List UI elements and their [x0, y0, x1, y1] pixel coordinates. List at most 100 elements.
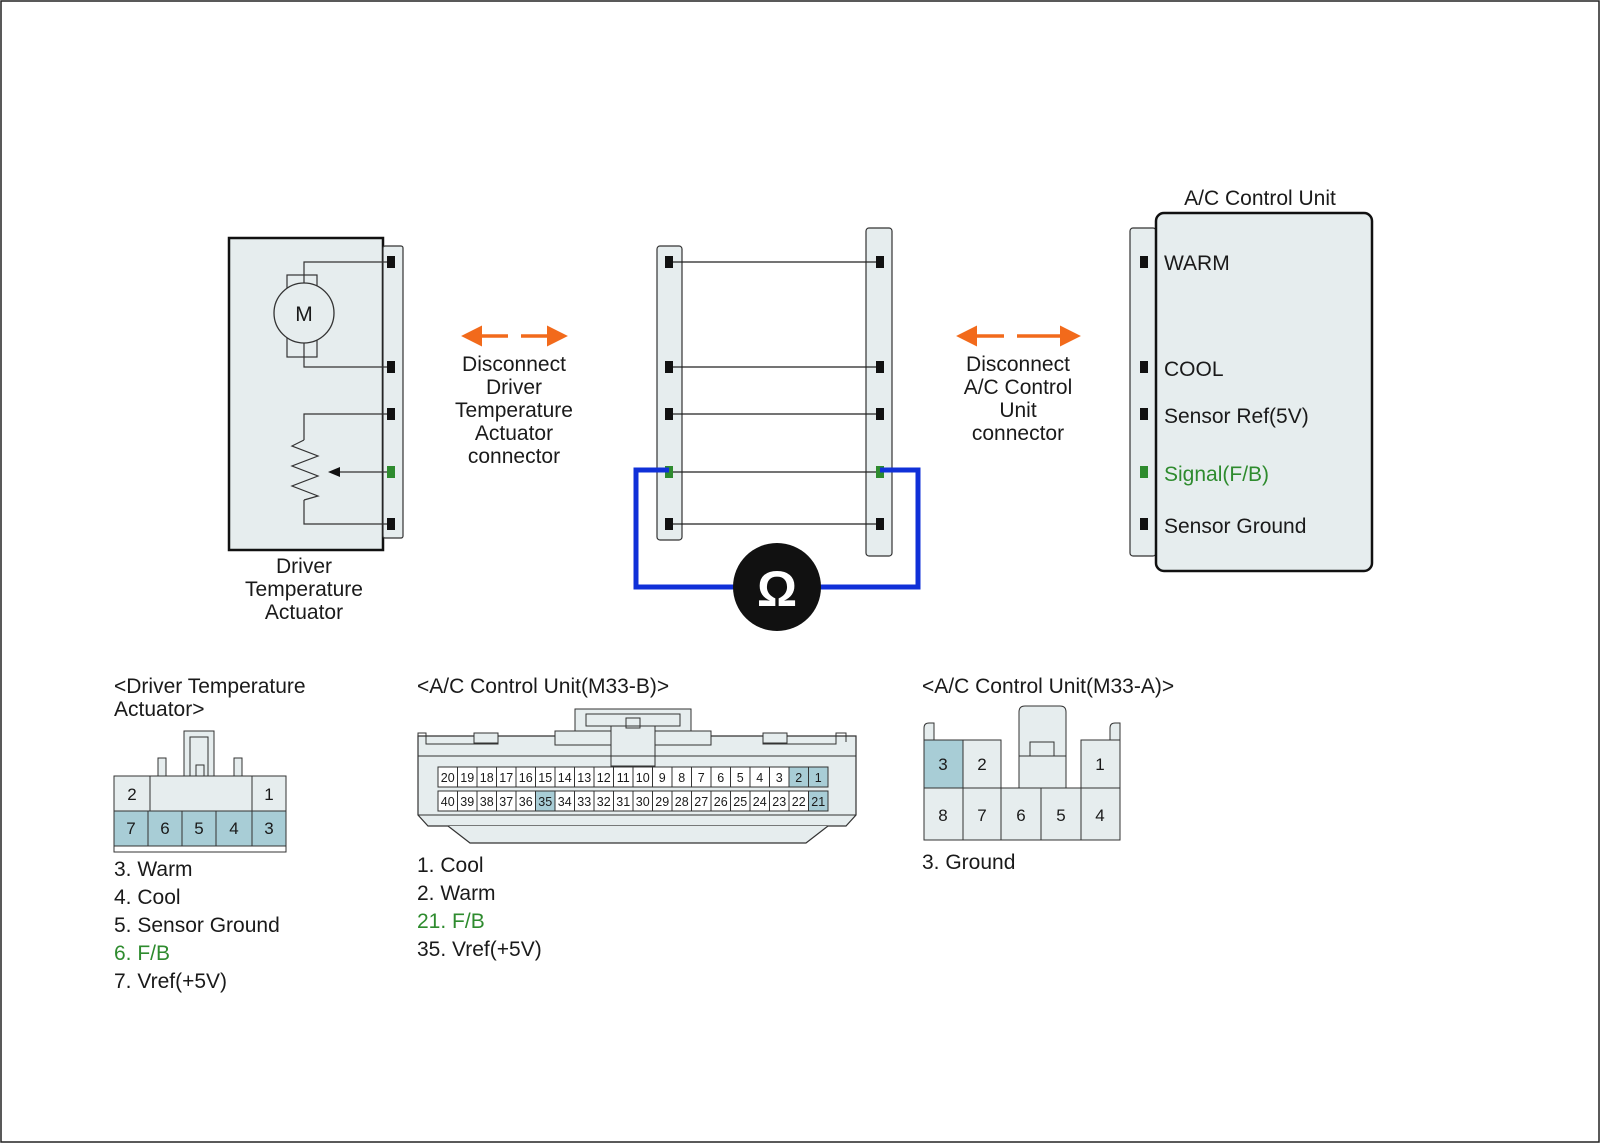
ohmmeter-icon — [733, 543, 821, 631]
ecu-title: A/C Control Unit — [1184, 187, 1336, 210]
connector-m33b-pin: 24 — [753, 795, 767, 809]
connector-actuator-pin: 4 — [229, 819, 238, 838]
connector-m33b-pin: 38 — [480, 795, 494, 809]
connector-m33b-pin: 23 — [772, 795, 786, 809]
actuator-pin — [387, 408, 395, 420]
ecu-block: A/C Control Unit WARM COOL Sensor Ref(5V… — [1129, 187, 1374, 573]
connector-m33b-pin: 26 — [714, 795, 728, 809]
connector-m33b-pin: 29 — [655, 795, 669, 809]
connector-m33b-pin: 30 — [636, 795, 650, 809]
disconnect-right-line: Unit — [999, 399, 1037, 422]
actuator-connector — [382, 245, 404, 539]
connector-m33b-title: <A/C Control Unit(M33-B)> — [417, 675, 669, 698]
connector-actuator-title: <Driver Temperature — [114, 675, 306, 698]
disconnect-right-line: Disconnect — [966, 353, 1070, 376]
connector-actuator: <Driver Temperature Actuator> 2 1 7 6 5 … — [113, 675, 306, 993]
disconnect-left-line: connector — [468, 445, 560, 468]
connector-actuator-legend: 4. Cool — [114, 886, 181, 909]
connector-m33a-pin: 6 — [1016, 806, 1025, 825]
connector-m33b-pin: 19 — [460, 771, 474, 785]
connector-m33b-pin: 32 — [597, 795, 611, 809]
connector-m33b-pin: 3 — [776, 771, 783, 785]
connector-actuator-pin: 5 — [194, 819, 203, 838]
connector-m33a-pin: 5 — [1056, 806, 1065, 825]
connector-actuator-pin: 3 — [264, 819, 273, 838]
disconnect-left-line: Actuator — [475, 422, 553, 445]
connector-m33a-pin: 7 — [977, 806, 986, 825]
connector-actuator-legend: 7. Vref(+5V) — [114, 970, 227, 993]
connector-m33b-pin: 1 — [815, 771, 822, 785]
actuator-pin — [387, 361, 395, 373]
ecu-body — [1154, 211, 1374, 573]
connector-m33b-cell — [808, 790, 829, 812]
actuator-pin — [387, 256, 395, 268]
connector-m33b-pin: 2 — [795, 771, 802, 785]
actuator-label-line: Driver — [276, 555, 332, 578]
ecu-pin-label-fb: Signal(F/B) — [1164, 463, 1269, 486]
connector-actuator-legend-fb: 6. F/B — [114, 942, 170, 965]
probe-lead-left — [633, 467, 740, 590]
connector-m33a-pin: 2 — [977, 755, 986, 774]
connector-m33a-pin: 8 — [938, 806, 947, 825]
connector-m33b-pin: 18 — [480, 771, 494, 785]
connector-m33b-pin: 12 — [597, 771, 611, 785]
connector-m33b-pin: 14 — [558, 771, 572, 785]
connector-m33b-pin: 27 — [694, 795, 708, 809]
ecu-pin-label: COOL — [1164, 358, 1224, 381]
connector-m33b-pin: 34 — [558, 795, 572, 809]
connector-m33b-pin: 9 — [659, 771, 666, 785]
connector-m33a-pin: 1 — [1095, 755, 1104, 774]
motor-icon: M — [273, 261, 387, 368]
connector-m33b-pin: 36 — [519, 795, 533, 809]
potentiometer-icon — [290, 413, 387, 525]
actuator-label-line: Actuator — [265, 601, 343, 624]
connector-m33a-title: <A/C Control Unit(M33-A)> — [922, 675, 1174, 698]
actuator-block: M Driver Temperature Actuator — [227, 236, 404, 624]
connector-m33b-pin: 35 — [538, 795, 552, 809]
connector-actuator-legend: 3. Warm — [114, 858, 193, 881]
ecu-pin-label: WARM — [1164, 252, 1230, 275]
connector-m33b-pin: 13 — [577, 771, 591, 785]
connector-m33b-pin: 5 — [737, 771, 744, 785]
disconnect-left-line: Driver — [486, 376, 542, 399]
connector-m33b-pin: 6 — [717, 771, 724, 785]
harness-connector-right — [865, 227, 893, 557]
connector-m33b-pin: 21 — [811, 795, 825, 809]
wiring-harness: Ω — [633, 227, 921, 631]
connector-m33b-pin: 33 — [577, 795, 591, 809]
actuator-pin — [387, 518, 395, 530]
connector-m33a-pin: 3 — [938, 755, 947, 774]
connector-m33b-legend-fb: 21. F/B — [417, 910, 485, 933]
connector-m33b-pin: 22 — [792, 795, 806, 809]
connector-actuator-pin: 7 — [126, 819, 135, 838]
connector-m33b-pin: 31 — [616, 795, 630, 809]
ohmmeter-symbol: Ω — [757, 561, 797, 617]
ecu-connector — [1129, 227, 1157, 557]
connector-actuator-pin: 2 — [127, 785, 136, 804]
disconnect-left-line: Temperature — [455, 399, 573, 422]
connector-m33b-pin: 20 — [441, 771, 455, 785]
motor-symbol: M — [295, 303, 313, 326]
connector-m33b-pin: 15 — [538, 771, 552, 785]
connector-actuator-pin: 6 — [160, 819, 169, 838]
connector-m33b-pin: 39 — [460, 795, 474, 809]
ecu-pin-label: Sensor Ground — [1164, 515, 1306, 538]
connector-m33b-pin: 4 — [756, 771, 763, 785]
disconnect-right-line: connector — [972, 422, 1064, 445]
connector-m33b-legend: 2. Warm — [417, 882, 496, 905]
connector-m33b-pin: 11 — [617, 771, 630, 785]
connector-m33b-pin: 17 — [499, 771, 513, 785]
disconnect-left: Disconnect Driver Temperature Actuator c… — [455, 325, 573, 468]
connector-m33b-pin: 16 — [519, 771, 533, 785]
connector-m33b-pin: 37 — [499, 795, 513, 809]
connector-m33a: <A/C Control Unit(M33-A)> 3 2 1 8 7 6 5 … — [922, 675, 1174, 874]
harness-connector-left — [656, 245, 683, 541]
connector-m33b-pin: 40 — [441, 795, 455, 809]
connector-m33b-pin: 8 — [678, 771, 685, 785]
connector-m33b-legend: 35. Vref(+5V) — [417, 938, 542, 961]
connector-m33a-legend: 3. Ground — [922, 851, 1015, 874]
